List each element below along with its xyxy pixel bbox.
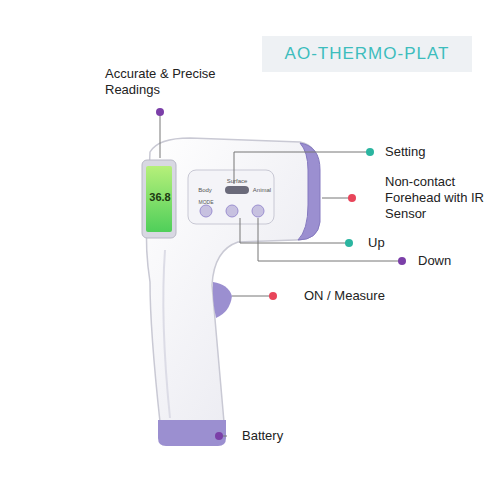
callout-label: ON / Measure bbox=[304, 288, 424, 304]
callout-label: Down bbox=[418, 253, 488, 269]
leader-line bbox=[240, 218, 349, 243]
leader-line bbox=[160, 114, 161, 158]
title-box: AO-THERMO-PLAT bbox=[262, 36, 472, 72]
lcd-screen bbox=[146, 166, 172, 232]
trigger bbox=[213, 282, 232, 318]
callout-label: Up bbox=[368, 235, 428, 251]
callout-dot bbox=[345, 239, 353, 247]
callout-dot bbox=[398, 257, 406, 265]
lcd-bezel bbox=[142, 160, 176, 238]
callout-label: Accurate & Precise Readings bbox=[105, 66, 245, 98]
display-reading: 36.8 bbox=[147, 190, 173, 204]
title: AO-THERMO-PLAT bbox=[285, 44, 450, 64]
switch-label: Body bbox=[190, 186, 220, 194]
leader-line bbox=[232, 296, 273, 297]
mode-button bbox=[200, 205, 212, 217]
mode-switch bbox=[225, 186, 249, 194]
up-button bbox=[226, 205, 238, 217]
callout-label: Non-contact Forehead with IR Sensor bbox=[385, 174, 493, 222]
down-button bbox=[252, 205, 264, 217]
callout-dot bbox=[156, 108, 164, 116]
battery-cap bbox=[158, 420, 226, 446]
callout-label: Setting bbox=[385, 144, 485, 160]
callout-dot bbox=[348, 194, 356, 202]
callout-dot bbox=[269, 292, 277, 300]
callout-dot bbox=[366, 148, 374, 156]
leader-line bbox=[234, 152, 370, 184]
handle-shade bbox=[163, 250, 170, 418]
switch-label: Animal bbox=[250, 186, 274, 194]
callout-dot bbox=[215, 432, 223, 440]
leader-lines bbox=[160, 114, 402, 436]
callout-label: Battery bbox=[242, 428, 342, 444]
leader-line bbox=[322, 198, 352, 199]
sensor-cap bbox=[298, 143, 320, 240]
switch-label: Surface bbox=[222, 177, 252, 185]
button-panel bbox=[188, 170, 274, 224]
button-label: MODE bbox=[192, 199, 220, 205]
